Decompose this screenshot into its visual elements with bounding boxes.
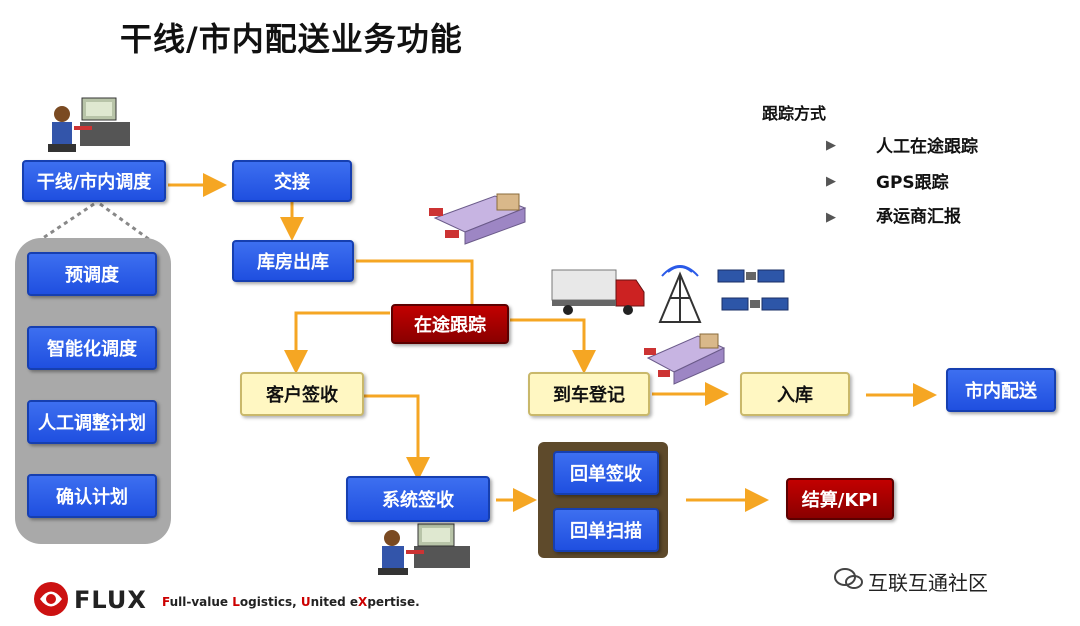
truck-icon xyxy=(551,269,645,315)
slogan-part: X xyxy=(358,595,368,609)
zoom-line-left xyxy=(39,202,95,242)
watermark-text: 互联互通社区 xyxy=(868,571,988,595)
handover-box[interactable]: 交接 xyxy=(232,160,352,202)
satellite-icon xyxy=(717,269,789,311)
slogan-part: F xyxy=(162,595,170,609)
step-confirm-plan[interactable]: 确认计划 xyxy=(27,474,157,518)
slogan-part: nited e xyxy=(310,595,359,609)
legend-item-gps: GPS跟踪 xyxy=(876,173,949,193)
slogan-part: ogistics, xyxy=(239,595,301,609)
line-warehouse-to-transit xyxy=(356,259,474,310)
slogan-part: U xyxy=(300,595,311,609)
settlement-kpi-box[interactable]: 结算/KPI xyxy=(786,478,894,520)
arrow-transit-to-arrival xyxy=(510,318,596,374)
legend-bullet-icon: ▶ xyxy=(826,210,836,225)
receipt-scan-box[interactable]: 回单扫描 xyxy=(553,508,659,552)
step-manual-adjust[interactable]: 人工调整计划 xyxy=(27,400,157,444)
slogan-part: pertise. xyxy=(367,595,420,609)
city-delivery-box[interactable]: 市内配送 xyxy=(946,368,1056,412)
legend-bullet-icon: ▶ xyxy=(826,174,836,189)
system-sign-box[interactable]: 系统签收 xyxy=(346,476,490,522)
arrow-transit-to-customer xyxy=(284,311,390,374)
page-title: 干线/市内配送业务功能 xyxy=(120,20,463,58)
brand-slogan: Full-value Logistics, United eXpertise. xyxy=(162,595,420,609)
legend-item-manual: 人工在途跟踪 xyxy=(876,137,978,157)
signal-tower-icon xyxy=(658,265,702,323)
zoom-line-right xyxy=(99,202,151,242)
brand-name: FLUX xyxy=(74,586,147,614)
step-smart-dispatch[interactable]: 智能化调度 xyxy=(27,326,157,370)
operator-illustration-top xyxy=(48,97,130,152)
wechat-icon xyxy=(834,568,863,589)
slogan-part: L xyxy=(232,595,240,609)
dispatch-box[interactable]: 干线/市内调度 xyxy=(22,160,166,202)
flux-logo-icon xyxy=(34,582,68,616)
legend-title: 跟踪方式 xyxy=(762,104,827,123)
arrival-register-box[interactable]: 到车登记 xyxy=(528,372,650,416)
step-pre-dispatch[interactable]: 预调度 xyxy=(27,252,157,296)
legend-item-carrier: 承运商汇报 xyxy=(876,207,961,227)
slogan-part: ull-value xyxy=(169,595,233,609)
inbound-box[interactable]: 入库 xyxy=(740,372,850,416)
customer-sign-box[interactable]: 客户签收 xyxy=(240,372,364,416)
legend-bullet-icon: ▶ xyxy=(826,138,836,153)
receipt-sign-box[interactable]: 回单签收 xyxy=(553,451,659,495)
arrow-customer-to-system xyxy=(364,394,430,481)
in-transit-tracking-box[interactable]: 在途跟踪 xyxy=(391,304,509,344)
conveyor-illustration-top xyxy=(429,193,527,245)
warehouse-out-box[interactable]: 库房出库 xyxy=(232,240,354,282)
operator-illustration-bottom xyxy=(378,523,470,575)
conveyor-illustration-right xyxy=(644,333,726,385)
